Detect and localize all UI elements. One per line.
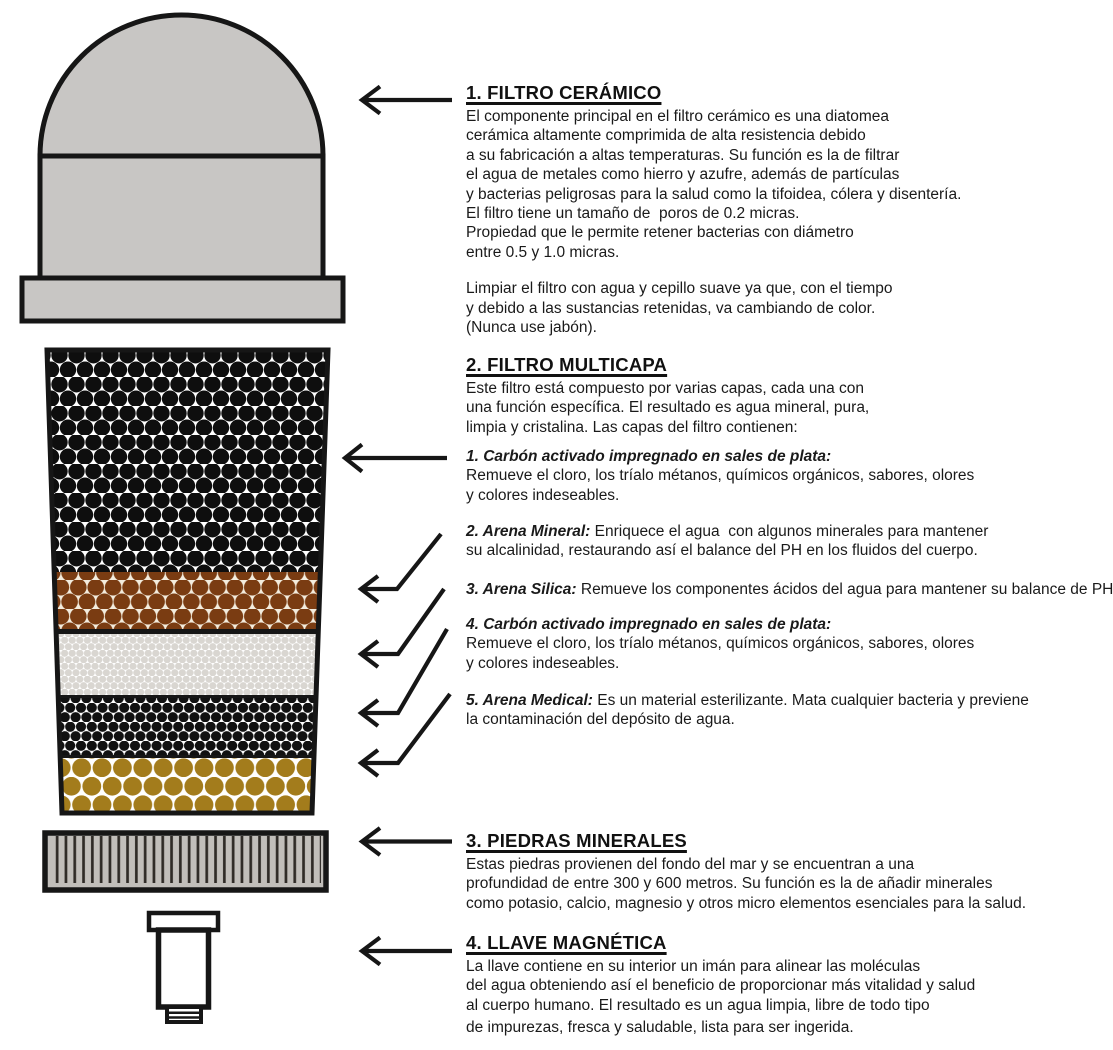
text-line: Estas piedras provienen del fondo del ma…: [466, 856, 915, 873]
valve-body: [155, 927, 212, 1010]
layer-carbon-2: [47, 698, 328, 755]
multilayer-filter-shape: [44, 347, 331, 816]
section-piedras: 3. PIEDRAS MINERALES Estas piedras provi…: [466, 831, 1026, 913]
left-arrow-icon-carbon-1: [341, 442, 447, 474]
valve-tip-threads: [167, 1011, 201, 1019]
layer-note-lead: 2. Arena Mineral:: [466, 523, 591, 540]
layer-separator: [47, 755, 328, 758]
text-line: cerámica altamente comprimida de alta re…: [466, 127, 866, 145]
left-arrow-icon-valve: [358, 935, 452, 967]
text-line: Remueve el cloro, los tríalo métanos, qu…: [466, 467, 975, 485]
text-line: (Nunca use jabón).: [466, 319, 597, 337]
bent-left-arrow-icon-mineral: [357, 532, 443, 604]
bent-left-arrow-icon-silica: [357, 587, 446, 669]
section-heading-llave: 4. LLAVE MAGNÉTICA: [466, 932, 667, 953]
section-heading-piedras: 3. PIEDRAS MINERALES: [466, 830, 687, 851]
ceramic-dome: [37, 12, 326, 159]
section-llave: 4. LLAVE MAGNÉTICA La llave contiene en …: [466, 933, 975, 1038]
layer-separator: [47, 695, 328, 698]
section-ceramico: 1. FILTRO CERÁMICO El componente princip…: [466, 83, 961, 337]
text-line: una función específica. El resultado es …: [466, 399, 870, 417]
text-line: y colores indeseables.: [466, 486, 620, 504]
mineral-stones-shape: [42, 830, 329, 893]
ceramic-base: [19, 275, 346, 324]
text-line: a su fabricación a altas temperaturas. S…: [466, 146, 900, 164]
layer-note-arena-silica: 3. Arena Silica: Remueve los componentes…: [466, 580, 1113, 599]
section-heading-multicapa: 2. FILTRO MULTICAPA: [466, 354, 668, 375]
bent-left-arrow-icon-medical: [357, 692, 452, 778]
text-line: El componente principal en el filtro cer…: [466, 108, 890, 125]
text-line: Limpiar el filtro con agua y cepillo sua…: [466, 280, 893, 298]
layer-arena-medical: [47, 758, 328, 813]
ceramic-filter-shape: [19, 12, 346, 324]
section-heading-ceramico: 1. FILTRO CERÁMICO: [466, 82, 662, 103]
text-line: y bacterias peligrosas para la salud com…: [466, 185, 962, 203]
text-line: Propiedad que le permite retener bacteri…: [466, 224, 854, 242]
text-line: su alcalinidad, restaurando así el balan…: [466, 542, 978, 560]
text-line: limpia y cristalina. Las capas del filtr…: [466, 418, 798, 436]
text-line: y colores indeseables.: [466, 654, 620, 672]
text-line: El filtro tiene un tamaño de poros de 0.…: [466, 205, 800, 223]
text-line: La llave contiene en su interior un imán…: [466, 958, 921, 975]
multilayer-outline: [44, 347, 331, 816]
layer-separator: [47, 629, 328, 634]
text-line: Este filtro está compuesto por varias ca…: [466, 380, 865, 397]
stones-ribs: [50, 836, 321, 883]
layer-note-carbon-2: 4. Carbón activado impregnado en sales d…: [466, 615, 974, 673]
text-line: y debido a las sustancias retenidas, va …: [466, 299, 876, 317]
text-line: Remueve el cloro, los tríalo métanos, qu…: [466, 635, 975, 653]
text-line: como potasio, calcio, magnesio y otros m…: [466, 894, 1026, 912]
text-line: al cuerpo humano. El resultado es un agu…: [466, 996, 930, 1014]
layer-note-lead: 4. Carbón activado impregnado en sales d…: [466, 616, 832, 633]
magnetic-valve-shape: [146, 910, 221, 1024]
valve-tip: [165, 1005, 203, 1024]
left-arrow-icon-stones: [358, 826, 452, 857]
ceramic-body: [37, 153, 326, 281]
layer-note-lead: 3. Arena Silica:: [466, 581, 577, 598]
text-line: la contaminación del depósito de agua.: [466, 711, 735, 729]
layer-arena-silica: [47, 634, 328, 695]
left-arrow-icon-ceramic: [358, 84, 452, 116]
text-line: profundidad de entre 300 y 600 metros. S…: [466, 875, 993, 893]
layer-note-lead: 1. Carbón activado impregnado en sales d…: [466, 448, 832, 465]
layer-note-arena-mineral: 2. Arena Mineral: Enriquece el agua con …: [466, 522, 988, 561]
layer-note-carbon-1: 1. Carbón activado impregnado en sales d…: [466, 447, 974, 505]
layer-note-rest: Es un material esterilizante. Mata cualq…: [592, 692, 1029, 709]
layer-note-arena-medical: 5. Arena Medical: Es un material esteril…: [466, 691, 1029, 730]
text-line: de impurezas, fresca y saludable, lista …: [466, 1019, 854, 1037]
bent-left-arrow-icon-carbon-2: [357, 627, 449, 728]
text-line: el agua de metales como hierro y azufre,…: [466, 166, 900, 184]
layer-arena-mineral: [47, 572, 328, 629]
section-multicapa: 2. FILTRO MULTICAPA Este filtro está com…: [466, 355, 869, 437]
layer-carbon-1: [47, 350, 328, 572]
layer-note-rest: Enriquece el agua con algunos minerales …: [590, 523, 989, 540]
text-line: del agua obteniendo así el beneficio de …: [466, 977, 976, 995]
text-line: entre 0.5 y 1.0 micras.: [466, 243, 620, 261]
layer-note-lead: 5. Arena Medical:: [466, 692, 593, 709]
layer-note-rest: Remueve los componentes ácidos del agua …: [576, 581, 1113, 598]
